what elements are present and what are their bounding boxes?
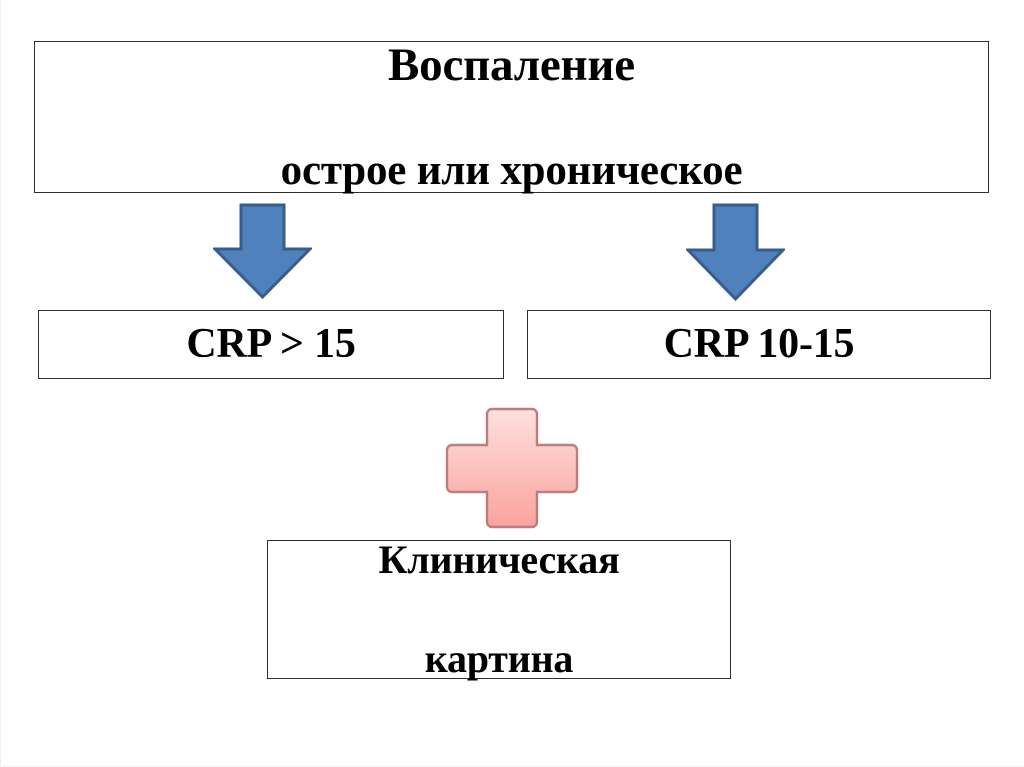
crp-high-label: CRP > 15 [186, 320, 356, 367]
clinical-picture-line-1: Клиническая [378, 537, 620, 583]
crp-high-box: CRP > 15 [38, 310, 504, 379]
down-arrow-right-icon [686, 203, 785, 301]
crp-mid-box: CRP 10-15 [527, 310, 991, 379]
clinical-picture-text: Клиническая картина [268, 488, 730, 730]
inflammation-box: Воспаление острое или хроническое [34, 39, 989, 194]
crp-mid-label: CRP 10-15 [663, 320, 855, 367]
medical-cross-icon [445, 407, 579, 529]
clinical-picture-box: Клиническая картина [267, 537, 731, 681]
down-arrow-left-icon [213, 203, 312, 299]
slide-edge-left [0, 0, 1, 767]
inflammation-line-2: острое или хроническое [280, 146, 743, 194]
inflammation-text: Воспаление острое или хроническое [35, 0, 988, 247]
clinical-picture-line-2: картина [424, 635, 574, 681]
inflammation-line-1: Воспаление [388, 38, 635, 91]
